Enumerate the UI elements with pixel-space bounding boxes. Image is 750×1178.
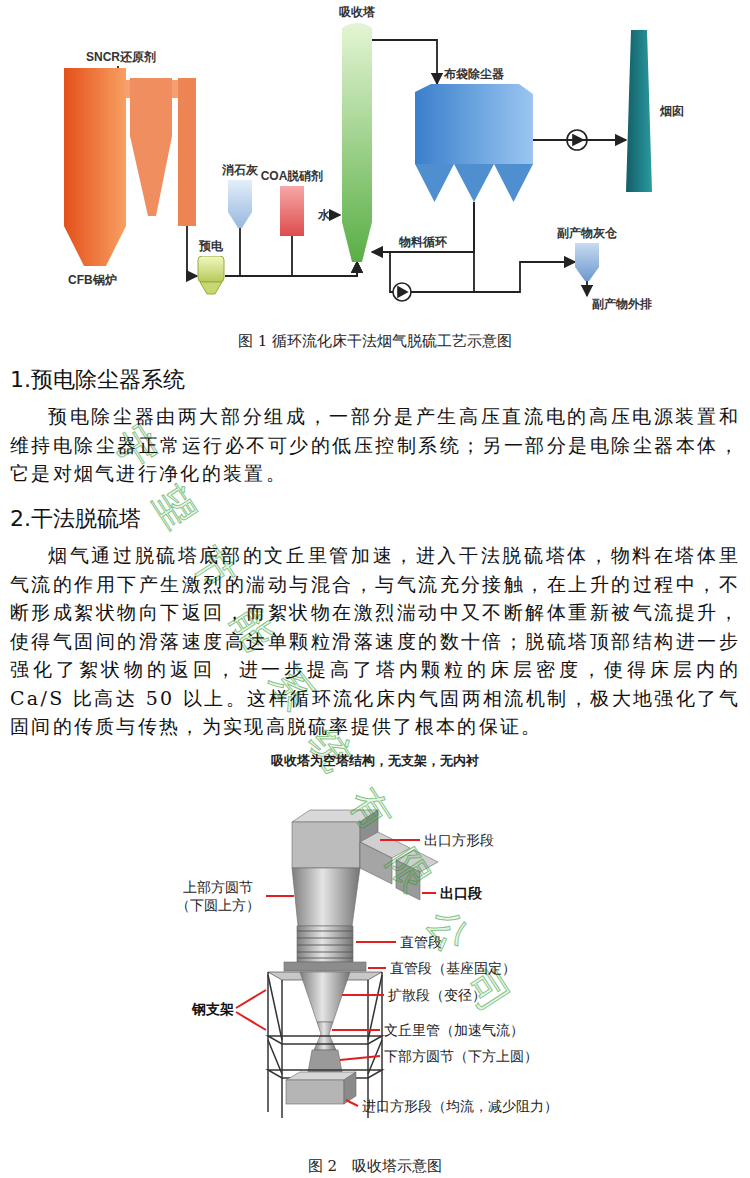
absorber-tower-illustration — [297, 931, 353, 958]
absorber-tower-illustration — [297, 931, 353, 932]
node-label: COA脱硝剂 — [261, 169, 324, 183]
callout-leader — [340, 1056, 380, 1060]
denitration-tank-shape — [280, 186, 304, 236]
byproduct-silo: 副产物灰仓 — [575, 243, 599, 281]
discharge-label: 副产物外排 — [592, 297, 652, 311]
absorber-tower-illustration — [297, 952, 353, 953]
absorber-tower-illustration — [297, 938, 353, 939]
flow-connector — [533, 139, 626, 141]
callout-leader — [236, 1012, 266, 1030]
callout-label: 扩散段（变径） — [388, 986, 486, 1004]
flow-decoration — [586, 281, 588, 296]
bag-filter-shape — [415, 84, 533, 164]
callout-leader — [236, 990, 266, 1008]
flow-connector — [225, 262, 357, 276]
byproduct-silo-shape — [575, 243, 599, 281]
callout-label: 文丘里管（加速气流） — [384, 1021, 524, 1039]
absorber-tower-illustration — [268, 972, 382, 1118]
absorber-tower-illustration — [268, 1040, 282, 1074]
figure-caption: 图 2 吸收塔示意图 — [0, 1157, 750, 1176]
boiler-unit: CFB锅炉 — [64, 66, 198, 270]
figure-caption: 图 1 循环流化床干法烟气脱硫工艺示意图 — [0, 332, 750, 351]
callout-label: 进口方形段（均流，减少阻力） — [362, 1097, 558, 1115]
absorber-tower-illustration — [344, 1072, 356, 1104]
body-paragraph: 烟气通过脱硫塔底部的文丘里管加速，进入干法脱硫塔体，物料在塔体里气流的作用下产生… — [10, 541, 740, 741]
callout-leader — [332, 1029, 380, 1031]
callout-label: 出口方形段 — [424, 831, 494, 849]
chimney: 烟囱 — [626, 30, 652, 192]
absorber-tower-illustration — [292, 868, 360, 926]
section-heading: 2.干法脱硫塔 — [10, 505, 141, 533]
absorber-tower-illustration — [268, 975, 282, 1040]
flow-connector — [372, 40, 437, 84]
node-label: 烟囱 — [660, 104, 684, 118]
section-heading: 1.预电除尘器系统 — [10, 366, 185, 394]
precipitator-shape — [197, 256, 225, 296]
callout-leader — [266, 895, 294, 897]
absorber-tower-shape — [342, 23, 372, 262]
chimney-shape — [626, 30, 652, 192]
absorber-tower-illustration — [297, 958, 353, 959]
absorber-tower-illustration — [367, 980, 369, 1118]
fan-symbol — [393, 283, 411, 301]
boiler-unit-shape — [64, 68, 126, 266]
node-label: 吸收塔 — [339, 5, 375, 19]
absorber-tower-illustration — [297, 945, 353, 946]
callout-leader — [342, 994, 384, 996]
bag-filter: 布袋除尘器 — [415, 84, 533, 202]
absorber-tower-illustration — [297, 926, 353, 962]
absorber-tower-illustration — [268, 1036, 382, 1044]
callout-leader — [368, 967, 386, 969]
callout-label: 出口段 — [440, 884, 482, 902]
bag-filter-shape — [415, 164, 533, 202]
flow-decoration — [390, 252, 393, 292]
absorber-tower-illustration — [286, 1080, 344, 1104]
callout-label: 直管段（基座固定） — [390, 959, 516, 977]
denitration-tank: COA脱硝剂 — [280, 186, 304, 236]
flow-connector — [474, 202, 575, 292]
boiler-unit-shape — [178, 78, 196, 226]
callout-label: 上部方圆节 （下圆上方） — [172, 878, 264, 914]
callout-leader — [346, 1100, 358, 1106]
node-label: 消石灰 — [222, 163, 258, 177]
flow-decoration — [411, 291, 474, 293]
body-paragraph: 预电除尘器由两大部分组成，一部分是产生高压直流电的高压电源装置和维持电除尘器正常… — [10, 402, 740, 488]
flow-connector — [187, 226, 197, 276]
callout-label: 下部方圆节（下方上圆） — [384, 1047, 538, 1065]
flow-connector — [372, 202, 474, 252]
lime-silo-shape — [228, 180, 252, 228]
node-label: 副产物灰仓 — [557, 226, 617, 240]
figure-title: 吸收塔为空塔结构，无支架，无内衬 — [0, 752, 750, 770]
callout-label: 直管段 — [400, 933, 442, 951]
flow-decoration — [332, 214, 340, 216]
boiler-unit-shape — [130, 78, 172, 216]
absorber-tower-illustration — [284, 962, 366, 971]
node-label: 布袋除尘器 — [444, 67, 504, 81]
absorber-tower: 吸收塔 — [342, 22, 372, 262]
bag-filter-shape — [415, 84, 533, 202]
lime-silo-shape — [228, 180, 252, 228]
callout-leader — [356, 941, 396, 943]
absorber-tower-illustration — [300, 972, 350, 1022]
chimney-shape — [626, 30, 652, 192]
absorber-tower-illustration — [308, 1050, 342, 1072]
water-label: 水 — [318, 208, 330, 222]
precipitator-shape — [198, 256, 224, 282]
boiler-unit-shape — [64, 66, 198, 270]
lime-silo: 消石灰 — [228, 180, 252, 228]
fan-symbol — [398, 287, 407, 297]
reagent-label: SNCR还原剂 — [86, 50, 156, 64]
callout-label: 钢支架 — [192, 1000, 234, 1018]
node-label: 预电 — [199, 239, 223, 253]
byproduct-silo-shape — [575, 243, 599, 281]
absorber-tower-shape — [342, 22, 372, 262]
precipitator-shape — [200, 282, 222, 294]
precipitator: 预电 — [197, 256, 225, 296]
denitration-tank-shape — [280, 186, 304, 236]
connector-label: 物料循环 — [397, 235, 449, 249]
node-label: CFB锅炉 — [68, 273, 117, 287]
absorber-tower-illustration — [281, 980, 283, 1118]
